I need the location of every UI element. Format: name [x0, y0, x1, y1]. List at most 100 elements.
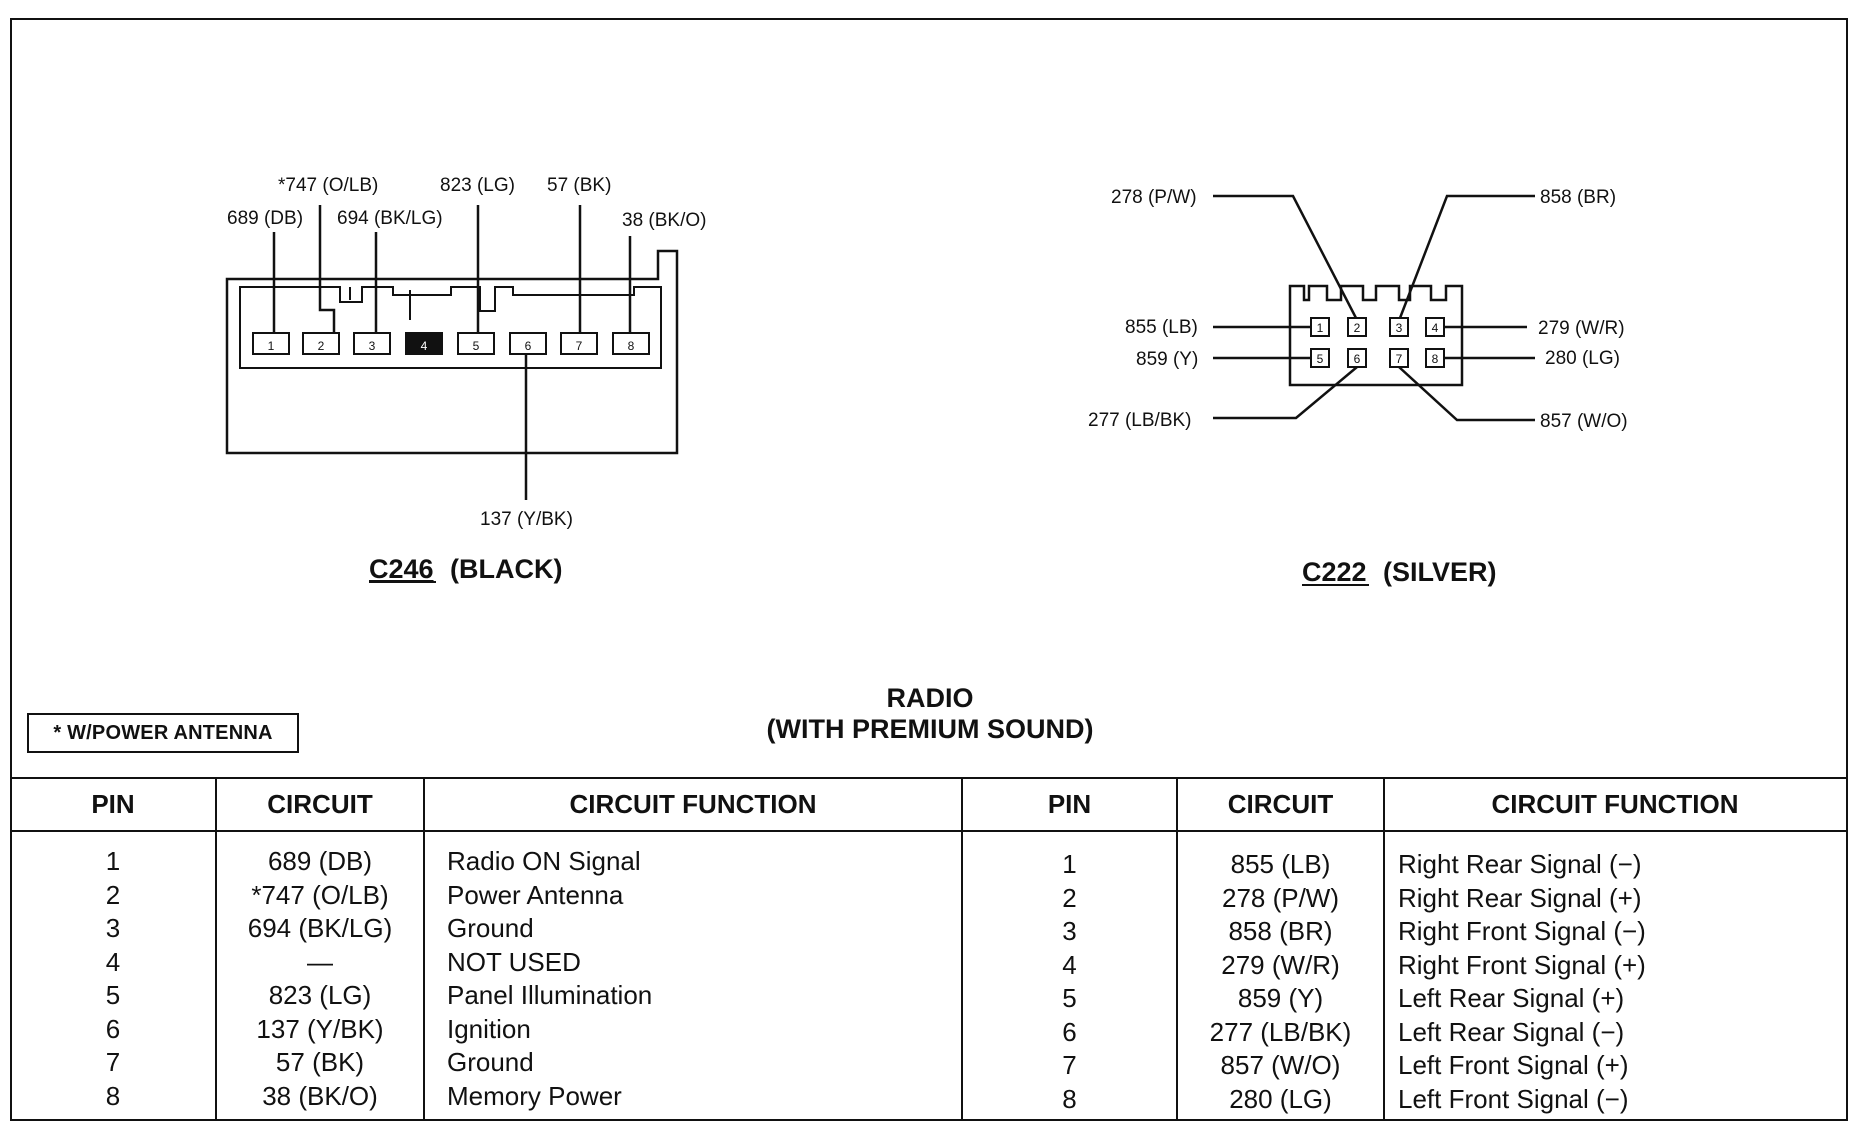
left-circuit-cell: 694 (BK/LG) [247, 913, 393, 943]
left-circuit-cell: *747 (O/LB) [251, 879, 389, 910]
c246-pin-number: 7 [576, 339, 583, 353]
right-function-cell: Right Rear Signal (+) [1398, 882, 1642, 913]
c222-pin-number: 7 [1396, 352, 1403, 366]
c222-pin-box [1347, 317, 1367, 337]
left-pin-cell: 4 [105, 946, 121, 977]
right-pin-cell: 7 [1062, 1050, 1077, 1080]
c246-pin-number: 8 [628, 339, 635, 353]
right-pin-cell: 6 [1062, 1016, 1077, 1047]
right-pin-cell: 4 [1062, 949, 1077, 980]
right-pin-cell: 5 [1062, 983, 1077, 1013]
right-circuit-cell: 279 (W/R) [1221, 949, 1340, 980]
left-pin-cell: 7 [105, 1047, 121, 1077]
c246-name: C246 [369, 554, 434, 584]
right-circuit-cell: 857 (W/O) [1220, 1050, 1341, 1080]
c222-leader [1213, 194, 1358, 319]
c246-housing [225, 249, 679, 455]
c222-pin-numbers: 1 2 3 4 5 6 7 8 [1317, 321, 1439, 366]
c246-color: (BLACK) [450, 554, 562, 584]
column-divider [1383, 779, 1385, 1121]
c222-wire-label: 279 (W/R) [1538, 318, 1625, 339]
header-function-left: CIRCUIT FUNCTION [424, 779, 962, 832]
c246-inner-outline [239, 286, 662, 369]
c222-leader [1213, 366, 1358, 420]
c222-wire-labels: 278 (P/W) 858 (BR) 855 (LB) 279 (W/R) 8 5… [1088, 187, 1628, 432]
left-circuit-cell: 38 (BK/O) [262, 1080, 378, 1111]
radio-title-line1: RADIO [886, 683, 974, 713]
right-pin-cell: 8 [1062, 1083, 1077, 1114]
c222-pin-number: 5 [1317, 352, 1324, 366]
c222-pin-number: 8 [1432, 352, 1439, 366]
right-pin-column: 1 2 3 4 5 6 7 8 [962, 848, 1177, 1116]
right-function-cell: Left Rear Signal (−) [1398, 1016, 1625, 1047]
right-function-cell: Left Front Signal (−) [1398, 1083, 1629, 1114]
c246-pin-number: 1 [268, 339, 275, 353]
left-function-cell: Ground [447, 913, 534, 943]
c246-wire-label: 57 (BK) [547, 175, 611, 196]
left-pin-cell: 2 [105, 879, 121, 910]
c246-wire-label: 38 (BK/O) [622, 210, 706, 231]
c246-pin-number: 5 [473, 339, 480, 353]
power-antenna-note: * W/POWER ANTENNA [27, 713, 299, 753]
right-function-cell: Right Front Signal (+) [1398, 949, 1646, 980]
c246-pin-box [509, 332, 547, 355]
pin-table: PIN CIRCUIT CIRCUIT FUNCTION PIN CIRCUIT… [10, 777, 1848, 1121]
c222-pin-number: 3 [1396, 321, 1403, 335]
left-pin-column: 1 2 3 4 5 6 7 8 [10, 845, 216, 1113]
c246-pin-number: 4 [421, 339, 428, 353]
c222-pin-boxes [1310, 317, 1445, 368]
c222-pin-number: 6 [1354, 352, 1361, 366]
left-pin-cell: 6 [105, 1013, 121, 1044]
c246-wire-label: 694 (BK/LG) [337, 208, 443, 229]
left-circuit-cell: — [307, 946, 333, 977]
c222-pin-box [1389, 317, 1409, 337]
left-function-column: Radio ON Signal Power Antenna Ground NOT… [447, 845, 947, 1113]
left-function-cell: Memory Power [447, 1080, 622, 1111]
left-function-cell: NOT USED [447, 946, 581, 977]
header-circuit-left: CIRCUIT [216, 779, 424, 832]
c222-title: C222 (SILVER) [1302, 557, 1497, 587]
c222-pin-number: 4 [1432, 321, 1439, 335]
c222-leader [1398, 194, 1535, 319]
left-pin-cell: 5 [105, 980, 121, 1010]
left-circuit-column: 689 (DB) *747 (O/LB) 694 (BK/LG) — 823 (… [216, 845, 424, 1113]
c222-pin-number: 1 [1317, 321, 1324, 335]
right-circuit-cell: 280 (LG) [1229, 1083, 1332, 1114]
header-pin-right: PIN [962, 779, 1177, 832]
c222-leader [1398, 366, 1535, 422]
right-pin-cell: 2 [1062, 882, 1077, 913]
c222-wire-label: 858 (BR) [1540, 187, 1616, 208]
column-divider [961, 779, 963, 1121]
c222-wire-label: 855 (LB) [1125, 317, 1198, 338]
left-function-cell: Ground [447, 1047, 534, 1077]
left-circuit-cell: 689 (DB) [267, 846, 373, 876]
c246-latch [349, 287, 411, 320]
c246-pin-number: 2 [318, 339, 325, 353]
c246-leader [318, 205, 336, 333]
left-pin-cell: 8 [105, 1080, 121, 1111]
c222-pin-number: 2 [1354, 321, 1361, 335]
right-pin-cell: 3 [1062, 916, 1077, 946]
c222-leader-lines [1213, 194, 1535, 422]
column-divider [215, 779, 217, 1121]
c246-pin-numbers: 1 2 3 4 5 6 7 8 [268, 339, 635, 353]
column-divider [423, 779, 425, 1121]
connector-c246 [225, 249, 679, 455]
radio-title: RADIO (WITH PREMIUM SOUND) [660, 683, 1200, 745]
c222-wire-label: 278 (P/W) [1111, 187, 1197, 208]
left-circuit-cell: 137 (Y/BK) [256, 1013, 384, 1044]
left-pin-cell: 3 [105, 913, 121, 943]
c222-wire-label: 277 (LB/BK) [1088, 410, 1192, 431]
c246-leader-lines [272, 205, 632, 500]
c246-wire-label: 137 (Y/BK) [480, 509, 573, 530]
c246-wire-label: *747 (O/LB) [278, 175, 378, 196]
left-pin-cell: 1 [105, 846, 121, 876]
left-function-cell: Ignition [447, 1013, 531, 1044]
radio-title-line2: (WITH PREMIUM SOUND) [766, 714, 1094, 744]
right-circuit-cell: 859 (Y) [1237, 983, 1324, 1013]
left-circuit-cell: 57 (BK) [275, 1047, 365, 1077]
right-circuit-column: 855 (LB) 278 (P/W) 858 (BR) 279 (W/R) 85… [1177, 848, 1384, 1116]
left-function-cell: Power Antenna [447, 879, 624, 910]
c246-pin-box [252, 332, 290, 355]
